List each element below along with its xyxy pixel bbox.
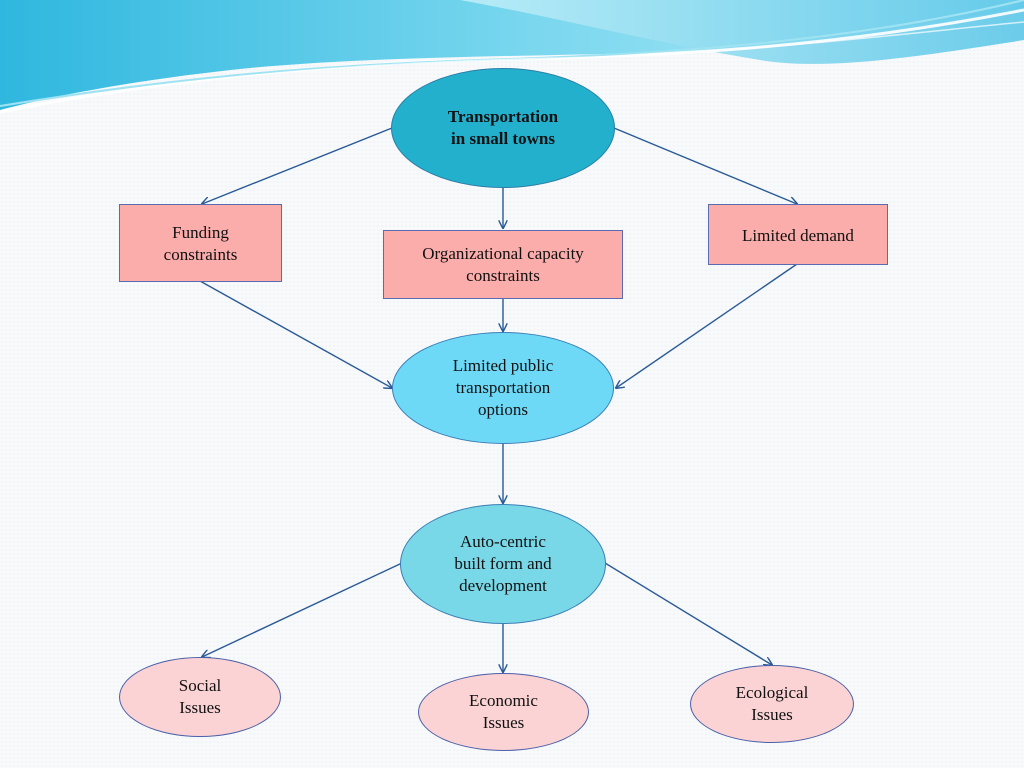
header-wave-decoration	[0, 0, 1024, 114]
node-limited-public-transportation: Limited public transportation options	[392, 332, 614, 444]
arrow-auto-centric-to-social	[202, 562, 403, 657]
node-root: Transportation in small towns	[391, 68, 615, 188]
node-limited-demand: Limited demand	[708, 204, 888, 265]
node-economic-issues: Economic Issues	[418, 673, 589, 751]
arrow-funding-to-limited-public	[199, 280, 392, 388]
arrow-demand-to-limited-public	[616, 263, 798, 388]
node-ecological-issues: Ecological Issues	[690, 665, 854, 743]
node-funding-constraints: Funding constraints	[119, 204, 282, 282]
arrow-root-to-funding	[202, 127, 393, 204]
node-organizational-capacity: Organizational capacity constraints	[383, 230, 623, 299]
arrow-auto-centric-to-ecological	[604, 562, 772, 665]
node-social-issues: Social Issues	[119, 657, 281, 737]
node-auto-centric: Auto-centric built form and development	[400, 504, 606, 624]
arrow-root-to-demand	[613, 127, 797, 204]
